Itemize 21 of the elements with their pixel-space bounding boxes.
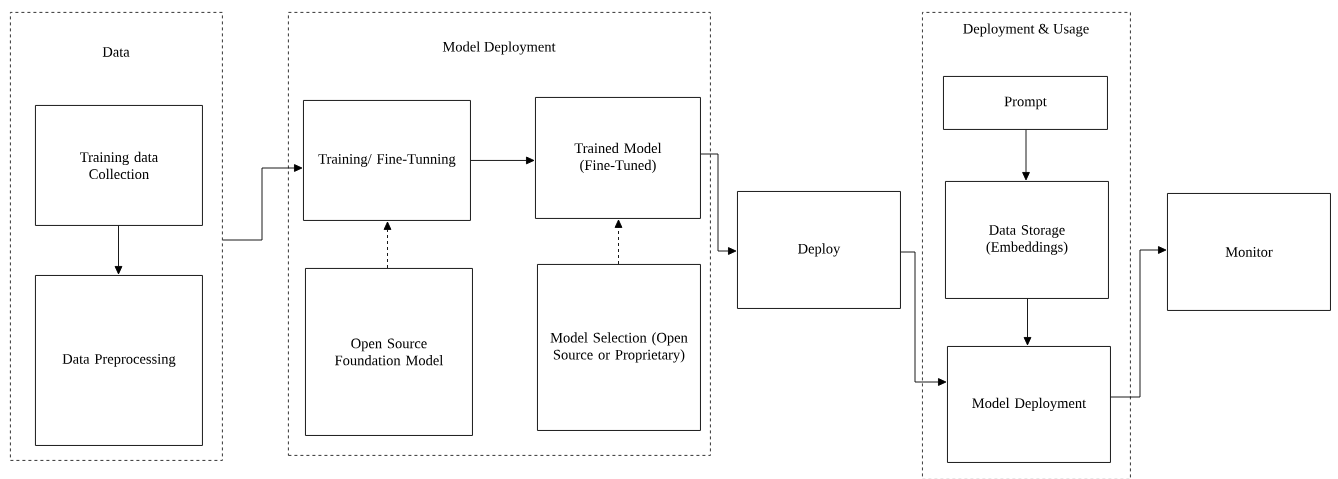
arrow bbox=[114, 225, 123, 275]
arrow bbox=[614, 219, 623, 265]
arrow bbox=[470, 156, 535, 165]
arrow bbox=[900, 251, 947, 386]
process-box: Trained Model (Fine-Tuned) bbox=[535, 97, 701, 219]
process-box: Model Selection (Open Source or Proprietary) bbox=[537, 264, 701, 431]
process-box: Open Source Foundation Model bbox=[305, 268, 473, 436]
process-box: Monitor bbox=[1167, 193, 1331, 311]
process-box: Data Preprocessing bbox=[35, 275, 203, 446]
process-box: Training data Collection bbox=[35, 105, 203, 226]
arrow bbox=[1023, 298, 1032, 346]
process-box: Prompt bbox=[943, 76, 1108, 130]
arrow bbox=[1022, 129, 1030, 181]
process-box: Training/ Fine-Tunning bbox=[303, 100, 471, 221]
process-box: Model Deployment bbox=[947, 346, 1111, 463]
arrow bbox=[700, 153, 737, 255]
arrow bbox=[222, 164, 303, 241]
arrow bbox=[383, 221, 392, 269]
arrow bbox=[1110, 246, 1167, 398]
process-box: Data Storage (Embeddings) bbox=[945, 181, 1109, 299]
process-box: Deploy bbox=[737, 191, 901, 309]
